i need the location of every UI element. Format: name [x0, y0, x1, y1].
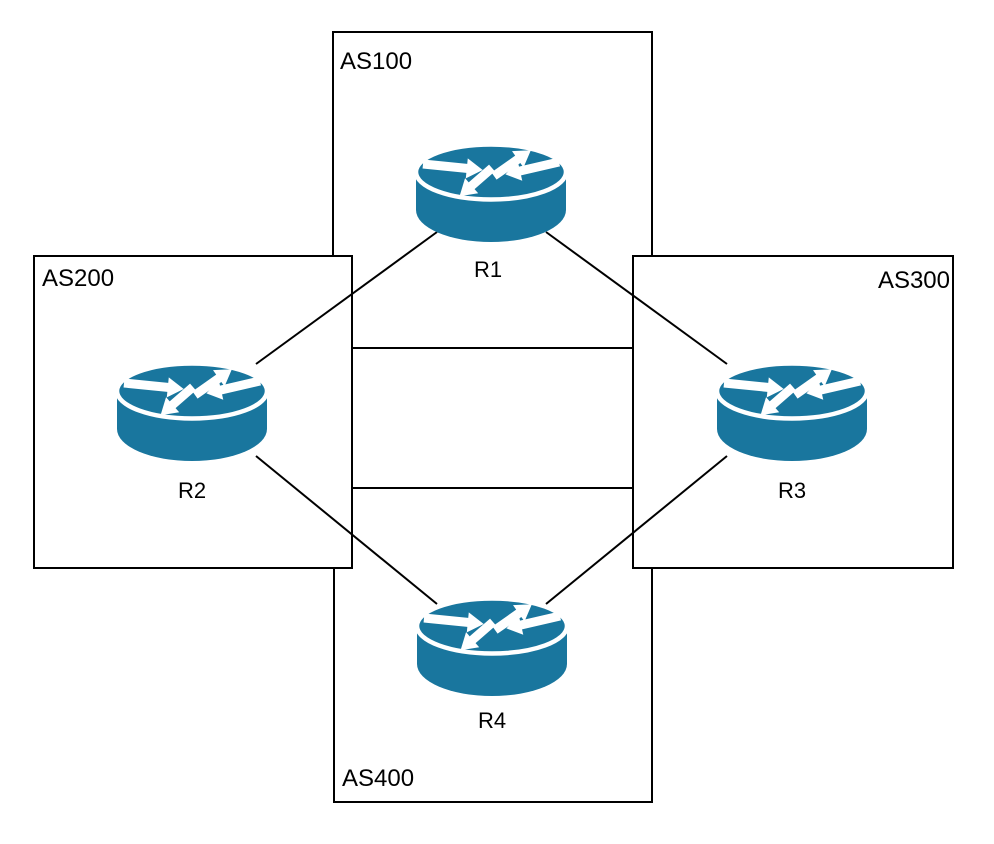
router-r1-icon	[416, 142, 566, 242]
link-r3-r4	[545, 455, 728, 605]
router-r3-label: R3	[777, 478, 807, 503]
as100-label: AS100	[340, 48, 413, 75]
as400-label: AS400	[342, 765, 415, 792]
link-r1-r3	[545, 231, 728, 365]
router-r4-label: R4	[477, 708, 507, 733]
link-r2-r4	[255, 455, 438, 605]
router-r3-icon	[717, 361, 867, 461]
link-r1-r2	[255, 231, 438, 365]
router-r2-icon	[117, 361, 267, 461]
router-r1-label: R1	[473, 257, 503, 282]
router-r4-icon	[417, 596, 567, 696]
router-r2-label: R2	[177, 478, 207, 503]
as200-label: AS200	[42, 265, 115, 292]
as300-label: AS300	[877, 267, 950, 294]
